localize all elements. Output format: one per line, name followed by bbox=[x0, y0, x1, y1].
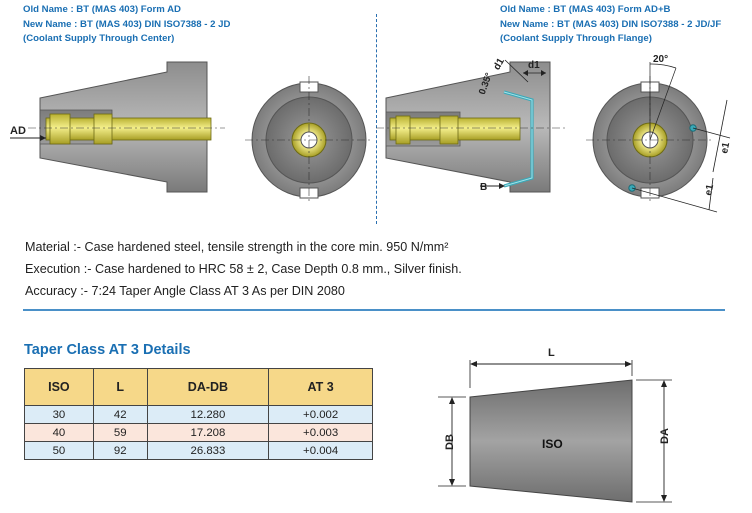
header-right: Old Name : BT (MAS 403) Form AD+B New Na… bbox=[500, 3, 721, 47]
new-name-right: New Name : BT (MAS 403) DIN ISO7388 - 2 … bbox=[500, 18, 722, 30]
cell-da-db: 17.208 bbox=[146, 423, 270, 442]
old-name-right: Old Name : BT (MAS 403) Form AD+B bbox=[500, 4, 671, 15]
header-iso: ISO bbox=[24, 368, 94, 406]
cell-l: 59 bbox=[92, 423, 148, 442]
ad-label: AD bbox=[10, 125, 26, 137]
section-divider bbox=[23, 309, 725, 311]
taper-da-label: DA bbox=[659, 428, 671, 444]
end-view-right: 20° e1 e1 bbox=[586, 54, 732, 213]
cell-da-db: 12.280 bbox=[146, 405, 270, 424]
spec-accuracy: Accuracy :- 7:24 Taper Angle Class AT 3 … bbox=[25, 284, 345, 298]
cell-at3: +0.002 bbox=[268, 405, 373, 424]
spec-execution: Execution :- Case hardened to HRC 58 ± 2… bbox=[25, 262, 462, 276]
supply-right: (Coolant Supply Through Flange) bbox=[500, 33, 652, 44]
table-row: 30 42 12.280 +0.002 bbox=[24, 405, 373, 424]
technical-drawings: AD B d1 0.35° d1 bbox=[10, 54, 732, 213]
cell-iso: 30 bbox=[24, 405, 94, 424]
old-name-left: Old Name : BT (MAS 403) Form AD bbox=[23, 4, 181, 15]
header-da-db: DA-DB bbox=[146, 368, 270, 406]
b-label: B bbox=[480, 182, 487, 193]
spec-material: Material :- Case hardened steel, tensile… bbox=[25, 240, 449, 254]
taper-diagram: L DB DA ISO bbox=[438, 347, 672, 503]
taper-db-label: DB bbox=[444, 434, 456, 450]
supply-left: (Coolant Supply Through Center) bbox=[23, 33, 175, 44]
d1-label-b: d1 bbox=[528, 60, 540, 71]
cell-l: 42 bbox=[92, 405, 148, 424]
table-row: 50 92 26.833 +0.004 bbox=[24, 441, 373, 460]
d1-label-a: d1 bbox=[492, 56, 508, 72]
cell-l: 92 bbox=[92, 441, 148, 460]
table-header-row: ISO L DA-DB AT 3 bbox=[24, 368, 373, 406]
cell-da-db: 26.833 bbox=[146, 441, 270, 460]
side-view-left: AD bbox=[10, 61, 225, 193]
table-row: 40 59 17.208 +0.003 bbox=[24, 423, 373, 442]
cell-at3: +0.004 bbox=[268, 441, 373, 460]
header-l: L bbox=[92, 368, 148, 406]
e1-label-a: e1 bbox=[719, 141, 732, 155]
taper-section-title: Taper Class AT 3 Details bbox=[24, 342, 191, 358]
header-left: Old Name : BT (MAS 403) Form AD New Name… bbox=[23, 3, 230, 47]
taper-iso-label: ISO bbox=[542, 437, 563, 451]
end-view-left bbox=[245, 76, 373, 204]
e1-label-b: e1 bbox=[703, 183, 716, 197]
taper-class-table: ISO L DA-DB AT 3 30 42 12.280 +0.002 40 … bbox=[24, 368, 373, 460]
side-view-right: B d1 0.35° d1 bbox=[376, 56, 565, 193]
angle-20-label: 20° bbox=[653, 54, 668, 65]
cell-iso: 40 bbox=[24, 423, 94, 442]
new-name-left: New Name : BT (MAS 403) DIN ISO7388 - 2 … bbox=[23, 18, 231, 30]
vertical-divider bbox=[376, 14, 377, 224]
cell-iso: 50 bbox=[24, 441, 94, 460]
cell-at3: +0.003 bbox=[268, 423, 373, 442]
header-at3: AT 3 bbox=[268, 368, 373, 406]
taper-l-label: L bbox=[548, 347, 555, 359]
